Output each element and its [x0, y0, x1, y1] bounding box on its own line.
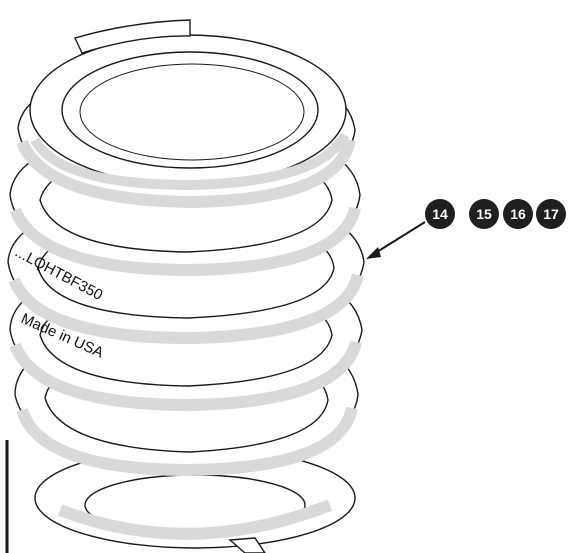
callout-badges: 14 15 16 17	[425, 199, 566, 229]
coil-spring	[7, 19, 365, 553]
callout-badge-14	[425, 199, 455, 229]
coil-turn-1	[29, 19, 350, 553]
callout-badge-16	[503, 199, 533, 229]
callout-leader	[366, 221, 426, 259]
callout-label-14: 14	[432, 206, 448, 222]
coil-end-tab	[74, 19, 191, 54]
callout-badge-17	[536, 199, 566, 229]
callout-label-16: 16	[510, 206, 526, 222]
arrowhead-icon	[366, 247, 381, 259]
coil-bottom-end-tab	[228, 537, 266, 553]
coil-turn-7	[34, 447, 356, 549]
callout-label-17: 17	[543, 206, 559, 222]
callout-label-15: 15	[476, 206, 492, 222]
callout-badge-15	[469, 199, 499, 229]
